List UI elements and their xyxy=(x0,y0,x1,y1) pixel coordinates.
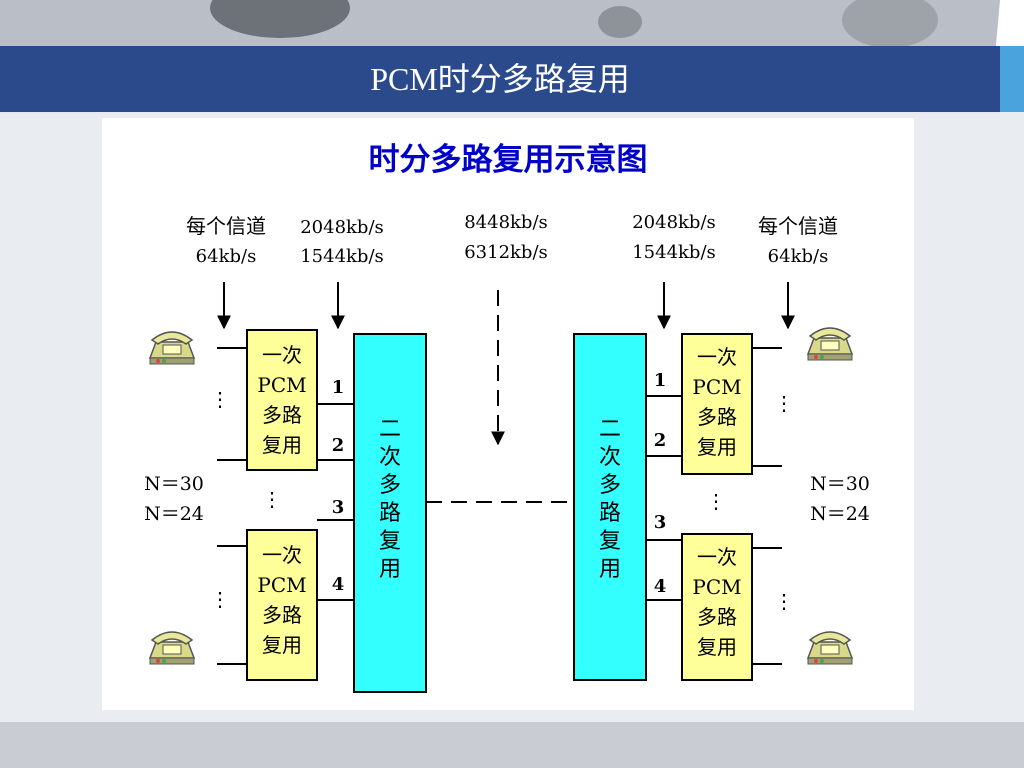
left-mux-bottom-line1: 一次 xyxy=(262,543,302,567)
left-rate-1544: 1544kb/s xyxy=(300,246,384,267)
right-sec-char-2: 次 xyxy=(599,445,621,470)
tdm-diagram: 时分多路复用示意图 每个信道 64kb/s 2048kb/s 1544kb/s … xyxy=(144,142,870,693)
right-rate-1544: 1544kb/s xyxy=(632,242,716,263)
left-channel-rate: 64kb/s xyxy=(196,246,257,267)
left-sec-char-2: 次 xyxy=(379,445,401,470)
right-sec-char-4: 路 xyxy=(599,501,621,526)
left-port-1: 1 xyxy=(332,377,345,398)
right-port-3: 3 xyxy=(654,512,667,533)
right-secondary-mux xyxy=(573,333,647,681)
right-rate-2048: 2048kb/s xyxy=(632,212,716,233)
right-port-2: 2 xyxy=(654,430,667,451)
diagram-panel xyxy=(102,118,914,710)
right-mux-bottom-line3: 多路 xyxy=(697,605,737,629)
left-rate-2048: 2048kb/s xyxy=(300,217,384,238)
middle-rate-8448: 8448kb/s xyxy=(464,212,548,233)
left-phone-bottom-icon xyxy=(149,631,195,665)
left-secondary-mux xyxy=(353,333,427,693)
right-primary-mux-top xyxy=(681,333,753,475)
right-ellipsis-top: ⋮ xyxy=(774,391,794,415)
title-bar xyxy=(0,46,1000,114)
left-n24: N＝24 xyxy=(144,503,204,525)
right-mux-bottom-line2: PCM xyxy=(692,575,741,599)
left-mux-top-line4: 复用 xyxy=(262,433,302,457)
right-port-1: 1 xyxy=(654,370,667,391)
right-mux-bottom-line4: 复用 xyxy=(697,635,737,659)
right-phone-top-icon xyxy=(807,327,853,361)
left-sec-char-5: 复 xyxy=(379,529,401,554)
right-sec-char-6: 用 xyxy=(599,557,621,582)
left-ellipsis-top: ⋮ xyxy=(210,387,230,411)
right-sec-char-5: 复 xyxy=(599,529,621,554)
right-n30: N＝30 xyxy=(810,473,870,495)
right-channel-label: 每个信道 xyxy=(758,214,838,238)
right-mux-top-line2: PCM xyxy=(692,375,741,399)
left-phone-top-icon xyxy=(149,331,195,365)
left-mux-top-line1: 一次 xyxy=(262,343,302,367)
right-port-4: 4 xyxy=(654,576,667,597)
left-ellipsis-bottom: ⋮ xyxy=(210,587,230,611)
middle-rate-6312: 6312kb/s xyxy=(464,242,548,263)
right-mux-top-line3: 多路 xyxy=(697,405,737,429)
left-sec-char-4: 路 xyxy=(379,501,401,526)
left-mux-top-line2: PCM xyxy=(257,373,306,397)
right-sec-char-1: 二 xyxy=(599,417,621,442)
right-channel-rate: 64kb/s xyxy=(768,246,829,267)
left-mux-bottom-line4: 复用 xyxy=(262,633,302,657)
left-port-4: 4 xyxy=(332,574,345,595)
left-primary-mux-top xyxy=(246,329,318,471)
right-n24: N＝24 xyxy=(810,503,870,525)
right-mux-bottom-line1: 一次 xyxy=(697,545,737,569)
right-phone-bottom-icon xyxy=(807,631,853,665)
left-mux-bottom-line2: PCM xyxy=(257,573,306,597)
left-n30: N＝30 xyxy=(144,473,204,495)
left-primary-mux-bottom xyxy=(246,529,318,681)
right-sec-char-3: 多 xyxy=(599,473,621,498)
left-sec-char-6: 用 xyxy=(379,557,401,582)
diagram-title: 时分多路复用示意图 xyxy=(369,142,648,178)
right-ellipsis-middle: ⋮ xyxy=(706,489,726,513)
left-mux-top-line3: 多路 xyxy=(262,403,302,427)
right-mux-top-line1: 一次 xyxy=(697,345,737,369)
left-mux-bottom-line3: 多路 xyxy=(262,603,302,627)
right-primary-mux-bottom xyxy=(681,533,753,681)
right-mux-top-line4: 复用 xyxy=(697,435,737,459)
left-channel-label: 每个信道 xyxy=(186,214,266,238)
left-port-2: 2 xyxy=(332,435,345,456)
slide-title: PCM时分多路复用 xyxy=(370,61,630,97)
left-ellipsis-middle: ⋮ xyxy=(262,487,282,511)
left-sec-char-3: 多 xyxy=(379,473,401,498)
left-sec-char-1: 二 xyxy=(379,417,401,442)
left-port-3: 3 xyxy=(332,497,345,518)
right-ellipsis-bottom: ⋮ xyxy=(774,589,794,613)
